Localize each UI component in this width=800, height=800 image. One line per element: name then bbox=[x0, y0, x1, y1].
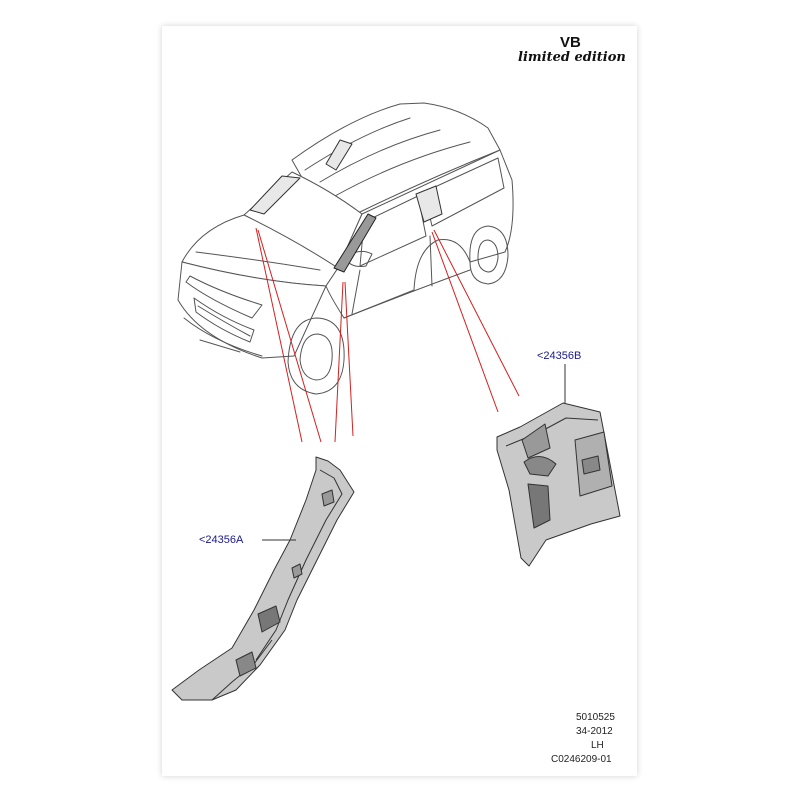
side-indicator: LH bbox=[591, 740, 604, 751]
edition-label: limited edition bbox=[518, 50, 626, 65]
callout-part-b: <24356B bbox=[537, 350, 582, 362]
leader-line bbox=[431, 231, 499, 413]
c-pillar-trim-part bbox=[496, 402, 621, 567]
part-number: 5010525 bbox=[576, 712, 615, 723]
issue-date: 34-2012 bbox=[576, 726, 613, 737]
a-pillar-trim-part bbox=[171, 456, 355, 701]
callout-part-a: <24356A bbox=[199, 534, 244, 546]
vehicle-illustration bbox=[177, 102, 514, 395]
leader-line bbox=[344, 281, 354, 437]
model-code: VB bbox=[560, 34, 581, 51]
leader-line bbox=[255, 227, 303, 443]
leader-line bbox=[257, 229, 322, 443]
leader-line bbox=[334, 281, 344, 443]
illustration-id: C0246209-01 bbox=[551, 754, 612, 765]
leader-line bbox=[433, 229, 520, 397]
leader-lines bbox=[255, 227, 520, 443]
